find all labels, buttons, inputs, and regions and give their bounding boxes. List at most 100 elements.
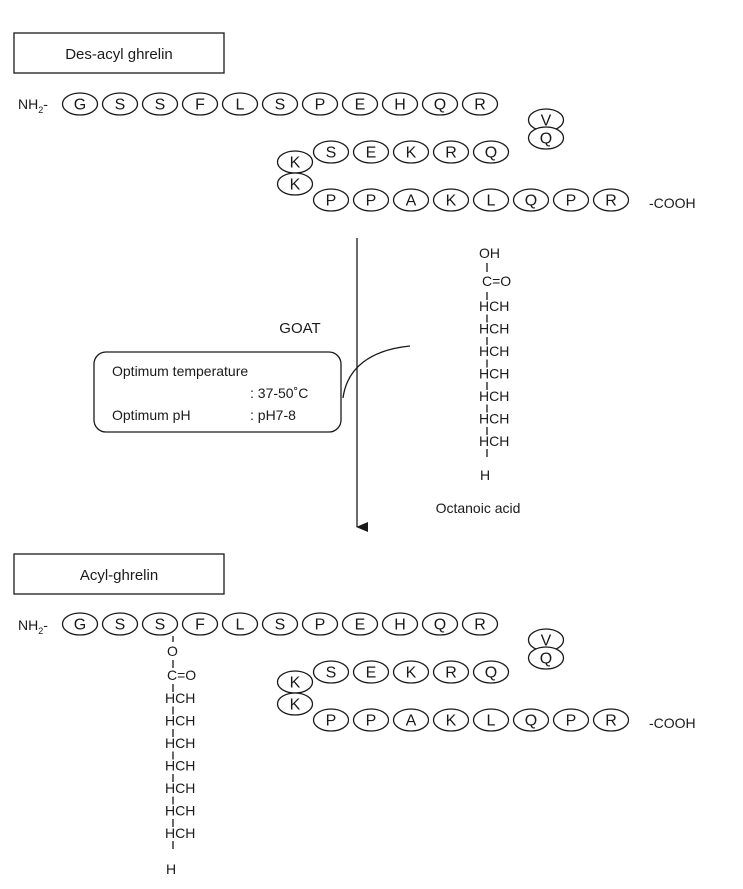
top-row3-residue-5: L xyxy=(472,188,510,212)
bottom-row2-residue-1: S xyxy=(312,660,350,684)
top-row2-residue-1: S xyxy=(312,140,350,164)
top-row3-residue-6-label: Q xyxy=(525,193,537,210)
bottom-row1-residue-6-label: S xyxy=(275,617,286,634)
bottom-row1-residue-1-label: G xyxy=(74,617,86,634)
top-row1-residue-8-label: E xyxy=(355,97,366,114)
top-row3-residue-2-label: P xyxy=(366,193,377,210)
octanoic-terminal-h: H xyxy=(480,467,490,483)
top-row3-residue-6-oval xyxy=(512,188,550,212)
bottom-row1-residue-2: S xyxy=(101,612,139,636)
top-row1-residue-1: G xyxy=(61,92,99,116)
acyl-carbonyl: C=O xyxy=(167,667,196,683)
top-row3-residue-4: K xyxy=(432,188,470,212)
bottom-row1-residue-6: S xyxy=(261,612,299,636)
top-row1-residue-4: F xyxy=(181,92,219,116)
bottom-row2-residue-3: K xyxy=(392,660,430,684)
top-row1-residue-2-oval xyxy=(101,92,139,116)
ph-label: Optimum pH xyxy=(112,407,191,423)
bottom-row2-residue-4: R xyxy=(432,660,470,684)
top-row1-residue-2-label: S xyxy=(115,97,126,114)
octanoic-ch2-7: HCH xyxy=(479,433,509,449)
octanoic-hydroxyl: OH xyxy=(479,245,500,261)
bottom-row1-residue-10-oval xyxy=(421,612,459,636)
bottom-turn1-residue-2: Q xyxy=(527,646,565,670)
bottom-row1-residue-5: L xyxy=(221,612,259,636)
top-row2-residue-1-label: S xyxy=(326,145,337,162)
bottom-turn2-residue-1-label: K xyxy=(290,675,301,692)
top-row1-residue-4-label: F xyxy=(195,97,205,114)
top-row2-residue-3: K xyxy=(392,140,430,164)
bottom-row1-residue-7-label: P xyxy=(315,617,326,634)
top-row1-residue-11-label: R xyxy=(474,97,486,114)
bottom-row1-residue-4: F xyxy=(181,612,219,636)
bottom-row1-residue-6-oval xyxy=(261,612,299,636)
top-row3-residue-8-label: R xyxy=(605,193,617,210)
bottom-row3-residue-3-oval xyxy=(392,708,430,732)
top-row1-residue-10-oval xyxy=(421,92,459,116)
bottom-row3-residue-2: P xyxy=(352,708,390,732)
acyl-ch2-4: HCH xyxy=(165,758,195,774)
top-row3-residue-1-label: P xyxy=(326,193,337,210)
top-turn2-residue-2: K xyxy=(276,172,314,196)
bottom-turn2-residue-2: K xyxy=(276,692,314,716)
octanoic-ch2-6: HCH xyxy=(479,411,509,427)
bottom-row2-residue-3-label: K xyxy=(406,665,417,682)
bottom-row3-residue-8: R xyxy=(592,708,630,732)
temperature-label: Optimum temperature xyxy=(112,363,248,379)
bottom-row2-residue-2-oval xyxy=(352,660,390,684)
top-row3-residue-4-label: K xyxy=(446,193,457,210)
top-row3-residue-2-oval xyxy=(352,188,390,212)
top-row1-residue-5-label: L xyxy=(236,97,245,114)
top-row1-residue-10-label: Q xyxy=(434,97,446,114)
octanoic-ch2-4: HCH xyxy=(479,366,509,382)
bottom-row1-residue-11-oval xyxy=(461,612,499,636)
top-turn2-residue-1: K xyxy=(276,150,314,174)
bottom-row1-residue-4-label: F xyxy=(195,617,205,634)
top-row1-residue-6: S xyxy=(261,92,299,116)
bottom-row3-residue-7: P xyxy=(552,708,590,732)
acyl-terminal-h: H xyxy=(166,861,176,877)
top-row2-residue-3-oval xyxy=(392,140,430,164)
octanoic-acid-label: Octanoic acid xyxy=(436,500,521,516)
bottom-row3-residue-5: L xyxy=(472,708,510,732)
bottom-row1-residue-7-oval xyxy=(301,612,339,636)
bottom-row1-residue-5-oval xyxy=(221,612,259,636)
bottom-row3-residue-5-oval xyxy=(472,708,510,732)
octanoic-carbonyl: C=O xyxy=(482,273,511,289)
bottom-row3-residue-6-label: Q xyxy=(525,713,537,730)
bottom-row3-residue-1-oval xyxy=(312,708,350,732)
top-row3-residue-8-oval xyxy=(592,188,630,212)
bottom-row1-residue-5-label: L xyxy=(236,617,245,634)
bottom-row3-residue-1-label: P xyxy=(326,713,337,730)
top-row3-residue-4-oval xyxy=(432,188,470,212)
top-row1-residue-6-label: S xyxy=(275,97,286,114)
bottom-turn1-residue-2-oval xyxy=(527,646,565,670)
acyl-ch2-1: HCH xyxy=(165,690,195,706)
bottom-row3-residue-2-oval xyxy=(352,708,390,732)
top-row2-residue-4-oval xyxy=(432,140,470,164)
octanoic-ch2-1: HCH xyxy=(479,298,509,314)
top-row1-residue-3-oval xyxy=(141,92,179,116)
bottom-row1-residue-9-label: H xyxy=(394,617,406,634)
top-row1-residue-9-oval xyxy=(381,92,419,116)
top-turn2-residue-1-label: K xyxy=(290,155,301,172)
top-row1-residue-9-label: H xyxy=(394,97,406,114)
top-row1-residue-10: Q xyxy=(421,92,459,116)
bottom-row3-residue-4: K xyxy=(432,708,470,732)
acyl-ch2-6: HCH xyxy=(165,803,195,819)
bottom-row3-residue-4-oval xyxy=(432,708,470,732)
bottom-turn1-residue-1-label: V xyxy=(541,633,552,650)
top-turn1-residue-2: Q xyxy=(527,126,565,150)
bottom-row1-residue-1: G xyxy=(61,612,99,636)
bottom-row3-residue-4-label: K xyxy=(446,713,457,730)
top-row1-residue-2: S xyxy=(101,92,139,116)
bottom-row1-residue-9-oval xyxy=(381,612,419,636)
top-row2-residue-2: E xyxy=(352,140,390,164)
top-row3-residue-2: P xyxy=(352,188,390,212)
bottom-row3-residue-2-label: P xyxy=(366,713,377,730)
octanoic-ch2-5: HCH xyxy=(479,388,509,404)
top-row1-residue-7-label: P xyxy=(315,97,326,114)
